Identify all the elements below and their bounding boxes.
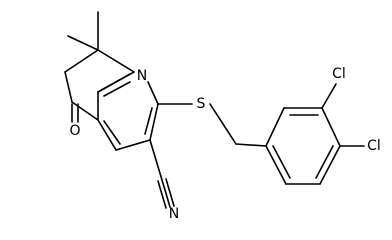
bond-s-ch2 bbox=[209, 103, 237, 145]
atom-cl-meta: Cl bbox=[332, 66, 346, 82]
atom-n-nitrile: N bbox=[169, 206, 179, 222]
bond-n1-c2 bbox=[147, 81, 159, 105]
bond-c8-c7 bbox=[97, 49, 135, 73]
atom-cl-para: Cl bbox=[367, 138, 381, 154]
bond-c8a-n1 bbox=[97, 73, 131, 93]
atom-n-ring: N bbox=[137, 68, 147, 84]
bond-ar6-ar1 bbox=[265, 145, 287, 185]
bond-c3-cn bbox=[149, 139, 163, 181]
bond-cn-1 bbox=[161, 179, 171, 208]
molecule-structure: N O S N Cl Cl bbox=[64, 11, 381, 222]
atom-o-ketone: O bbox=[69, 123, 80, 139]
bond-ar3-ar4 bbox=[321, 107, 341, 147]
bond-ch2-ar bbox=[235, 143, 267, 147]
bond-c3-c4 bbox=[115, 139, 151, 151]
bond-cn-2 bbox=[165, 178, 175, 207]
bond-inner-1 bbox=[103, 81, 131, 97]
bond-c7-c6 bbox=[64, 49, 99, 73]
atom-s-thioether: S bbox=[197, 96, 206, 112]
bond-inner-2 bbox=[144, 107, 153, 135]
bond-ar3-cl bbox=[321, 83, 337, 109]
bond-ar4-ar5 bbox=[319, 145, 341, 185]
bond-c5-c4a bbox=[71, 101, 99, 121]
bond-inner-3 bbox=[103, 120, 121, 145]
molecule-diagram: N O S N Cl Cl bbox=[64, 11, 381, 222]
bond-c4-c4a bbox=[97, 119, 117, 151]
bond-c7-methyl-left bbox=[67, 35, 99, 51]
bond-ar1-ar2 bbox=[265, 107, 285, 147]
bond-c2-c3 bbox=[149, 103, 159, 141]
bond-c6-c5 bbox=[64, 71, 73, 103]
bond-cn-3 bbox=[157, 180, 167, 209]
bond-ar-inner-2 bbox=[315, 145, 334, 179]
bond-ar-inner-3 bbox=[272, 145, 291, 179]
